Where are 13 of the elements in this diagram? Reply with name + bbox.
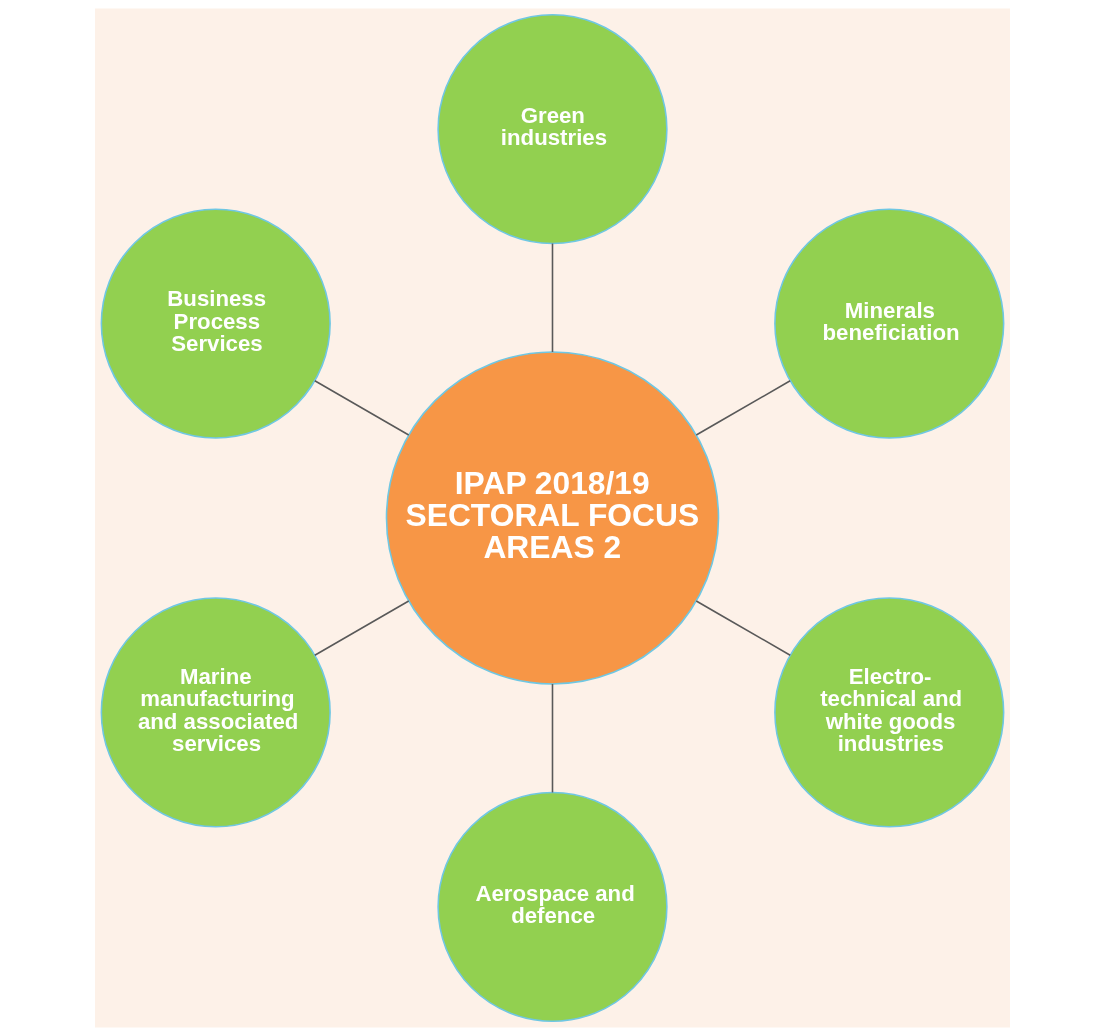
- connector: [551, 683, 553, 794]
- node-circle: Minerals beneficiation: [773, 208, 1004, 439]
- node-circle: Electro-technical and white goods industries: [773, 597, 1004, 828]
- connector: [313, 600, 409, 657]
- connector: [313, 379, 409, 436]
- node-circle: Business Process Services: [100, 208, 331, 439]
- node-circle: Marine manufacturing and associated services: [100, 597, 331, 828]
- node-circle: IPAP 2018/19 SECTORAL FOCUS AREAS 2: [385, 351, 719, 685]
- connector: [695, 600, 791, 657]
- connector: [551, 242, 553, 353]
- connector: [695, 379, 791, 436]
- node-circle: Green industries: [436, 13, 668, 245]
- node-circle: Aerospace and defence: [436, 791, 668, 1023]
